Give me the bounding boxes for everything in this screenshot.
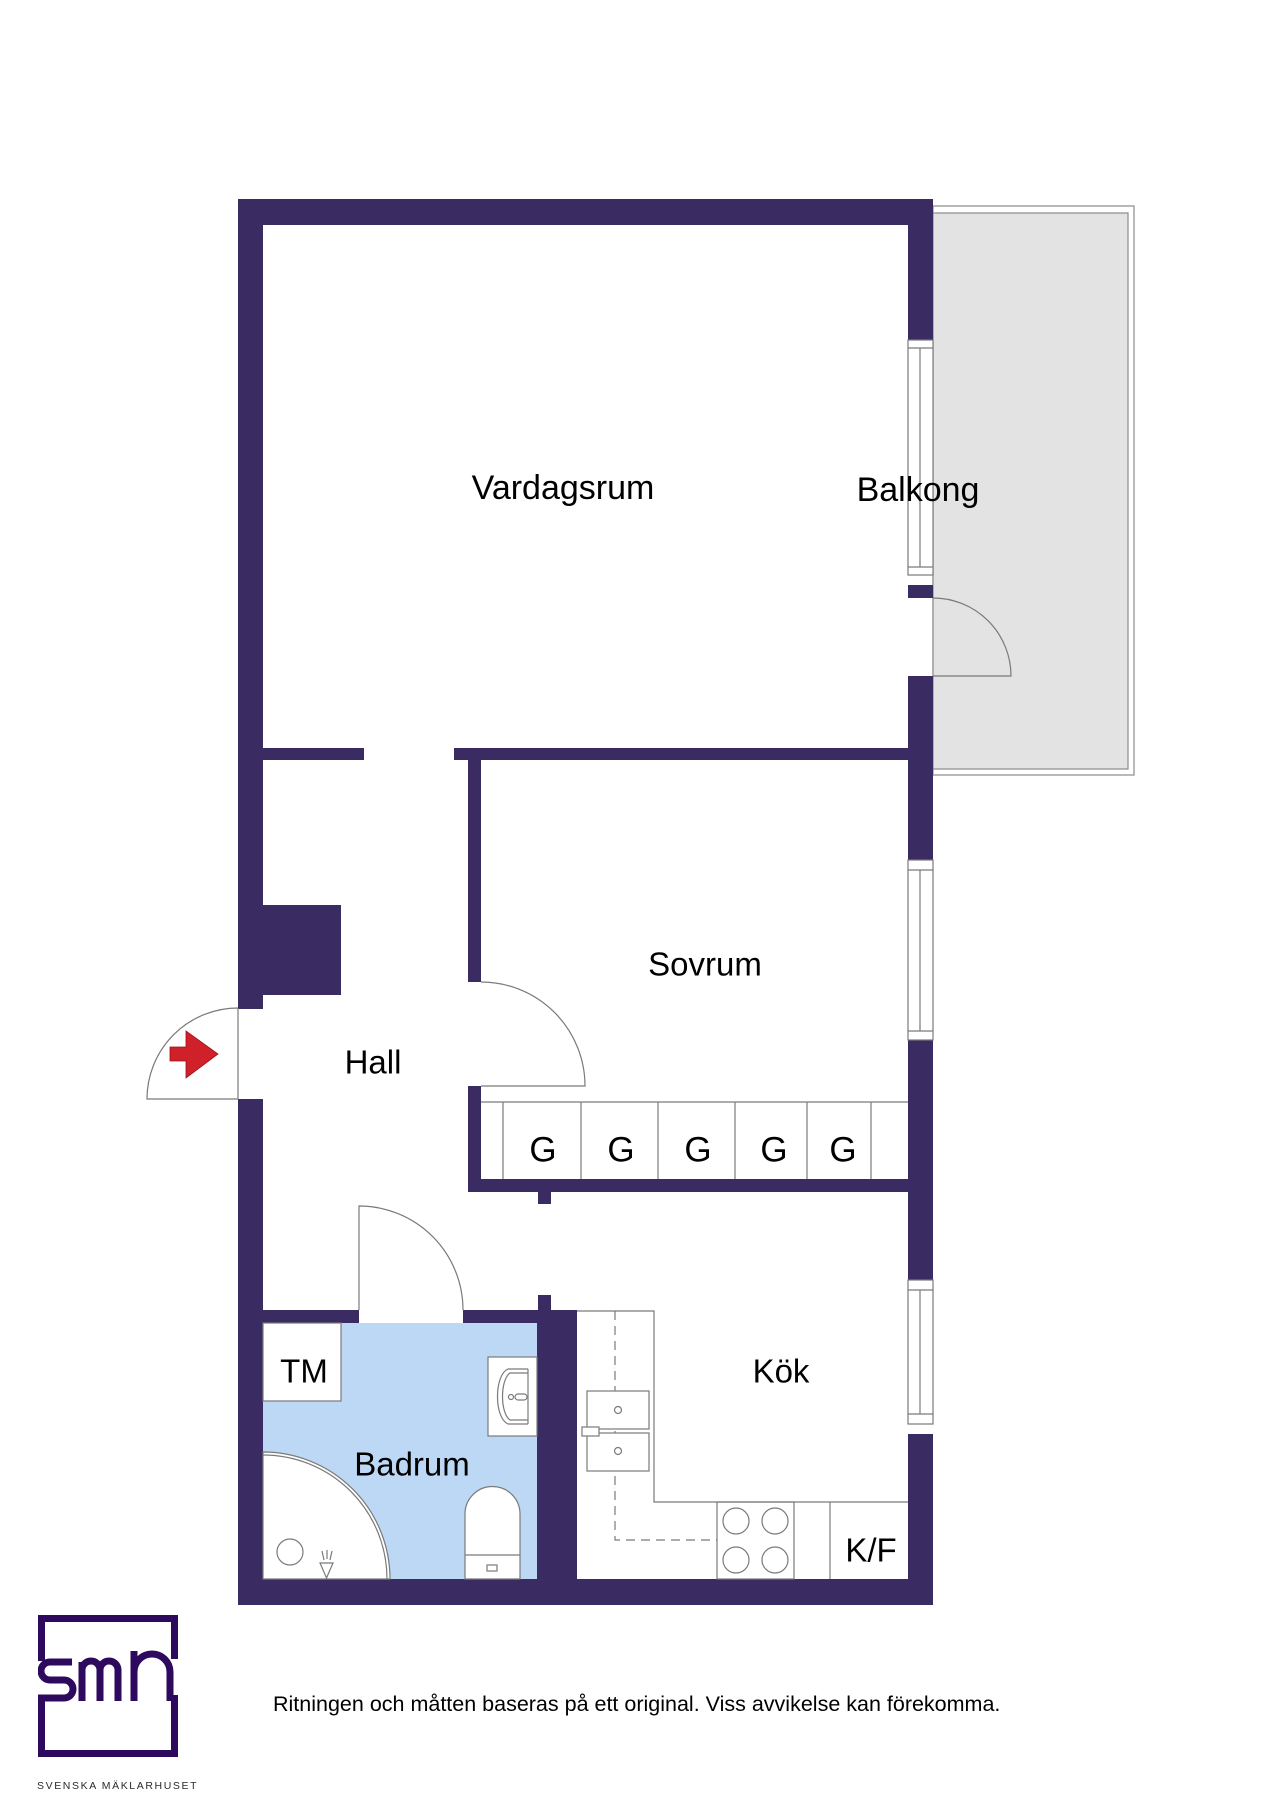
wardrobe-row xyxy=(481,1101,908,1179)
wardrobe-label: G xyxy=(607,1130,635,1170)
room-label-hall: Hall xyxy=(344,1043,402,1081)
smh-logo xyxy=(38,1615,178,1757)
fridge-freezer-label: K/F xyxy=(845,1531,897,1569)
room-label-living-room: Vardagsrum xyxy=(471,469,655,507)
kitchen-fixtures xyxy=(577,1310,908,1580)
room-label-balcony: Balkong xyxy=(856,471,980,509)
windows xyxy=(907,339,934,1425)
doors xyxy=(146,597,1012,1311)
room-label-bathroom: Badrum xyxy=(354,1445,470,1483)
bathroom-fixtures xyxy=(262,1322,538,1580)
room-label-kitchen: Kök xyxy=(752,1352,810,1390)
entrance-arrow-icon xyxy=(169,1030,219,1079)
washing-machine-label: TM xyxy=(280,1352,328,1390)
logo-caption: SVENSKA MÄKLARHUSET xyxy=(37,1780,199,1792)
room-label-bedroom: Sovrum xyxy=(648,945,762,983)
wardrobe-label: G xyxy=(760,1130,788,1170)
wardrobe-label: G xyxy=(829,1130,857,1170)
wardrobe-label: G xyxy=(684,1130,712,1170)
wardrobe-label: G xyxy=(529,1130,557,1170)
disclaimer-text: Ritningen och måtten baseras på ett orig… xyxy=(273,1692,1001,1716)
walls xyxy=(238,199,933,1605)
